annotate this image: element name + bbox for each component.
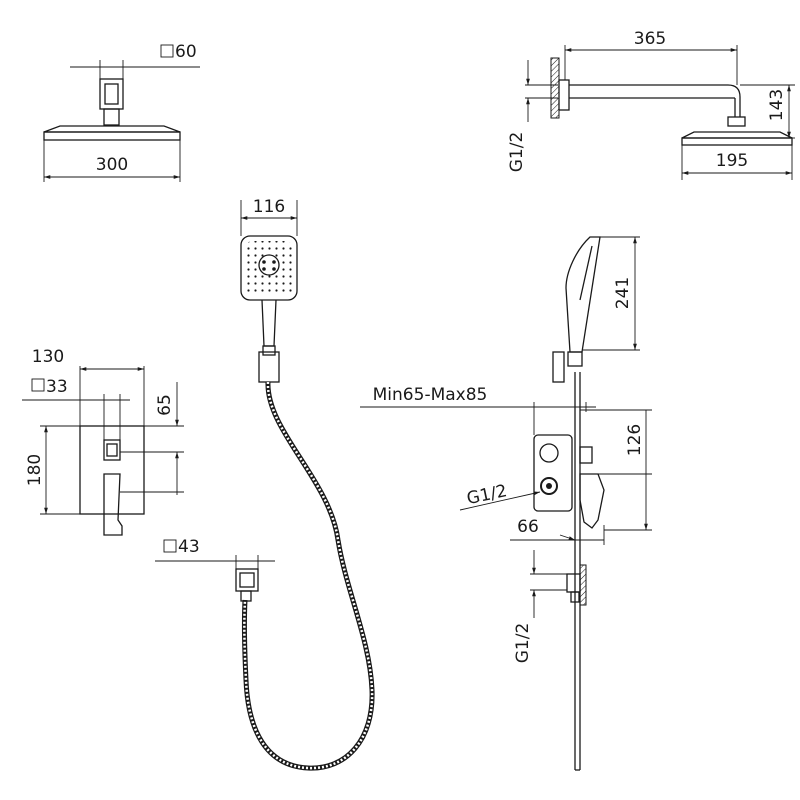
side-outlet-elbow [566,573,581,593]
valve-plate [79,425,145,515]
valve-body [533,434,573,512]
shower-arm-side: 365 143 195 G1/2 [507,29,795,180]
thread-leader [459,491,541,511]
wall-flange [558,79,570,111]
handheld-side-holder [567,351,583,367]
outlet-nut [240,590,252,602]
center-jet [258,254,280,276]
square-symbol [31,378,45,392]
jet-dot [272,267,276,271]
handheld-head [240,235,298,301]
holder-plate [552,351,565,383]
thread-top-label: G1/2 [507,132,527,173]
ceiling-mount-inner [104,83,119,105]
valve-lever [103,473,123,536]
connector [103,108,120,126]
valve-rise-label: 126 [625,424,645,456]
hose-inner [243,381,374,770]
handheld-handle [261,299,277,347]
overhead-head-body [43,131,181,141]
side-head-body [681,137,793,146]
outlet-inner [239,572,255,588]
diverter-inner [106,443,118,457]
arm-drop-label: 143 [767,89,787,121]
arm-length-label: 365 [634,29,666,49]
wall-depth-label: Min65-Max85 [373,385,488,405]
side-outlet-nut [570,591,580,603]
arm-bend-outer [727,84,741,117]
handheld-holder [258,351,280,383]
valve-port-top [539,443,559,463]
outlet-wall-hatch [579,564,587,606]
wall-outlet: 43 [155,537,275,602]
head-width-label: 195 [716,151,748,171]
overhead-width-label: 300 [96,155,128,175]
overhead-shower-front: 300 60 [43,42,200,182]
handheld-side-detail [579,245,593,301]
valve-port-bottom [540,477,558,495]
outlet-square-label: 43 [178,537,200,557]
jet-dot [262,267,266,271]
valve-height-label: 180 [25,454,45,486]
hose-outer [241,381,375,771]
handle-depth-arrow [559,534,576,541]
arm-connector [727,116,746,127]
valve-offset-label: 65 [155,394,175,416]
valve-front: 130 33 65 180 [22,347,184,536]
overhead-head-top [43,125,181,133]
jet-dot [262,260,266,264]
square-symbol [160,44,174,58]
handheld-width-label: 116 [253,197,285,217]
valve-square-label: 33 [46,377,68,397]
side-diverter [579,446,593,464]
handheld-side [565,236,601,353]
diverter-knob [103,439,121,461]
thread-outlet-label: G1/2 [513,623,533,664]
square-symbol [163,539,177,553]
overhead-square-label: 60 [175,42,197,62]
wall-hatch [550,57,560,119]
valve-port-core [546,483,552,489]
outlet-elbow [235,568,259,592]
thread-valve-label: G1/2 [465,481,509,509]
hand-shower-front: 116 [240,197,375,771]
handle-depth-label: 66 [517,517,539,537]
holder-clip [262,345,276,356]
jet-dot [272,260,276,264]
side-head-top [681,131,793,139]
valve-width-label: 130 [32,347,64,367]
handheld-height-label: 241 [613,277,633,309]
system-side-section: 241 Min65-Max85 126 G1/2 66 G1/2 [360,236,652,771]
side-lever [579,473,605,529]
